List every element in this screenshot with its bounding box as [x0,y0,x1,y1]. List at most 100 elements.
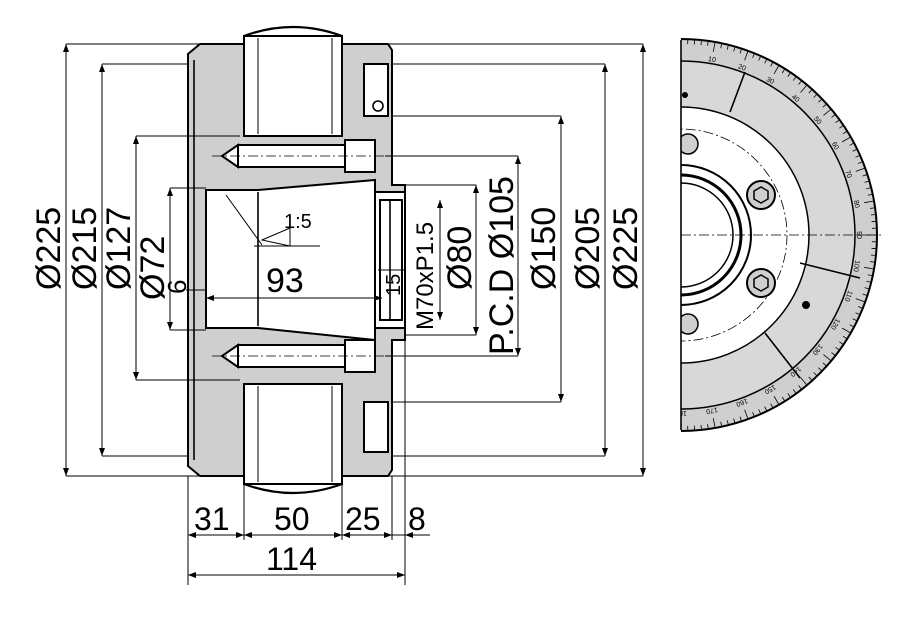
scale-tick [867,274,873,277]
scale-tick [720,43,723,49]
scale-tick [855,167,866,172]
scale-tick [864,287,870,290]
scale-tick [808,89,813,94]
dim-205: Ø205 [569,207,607,290]
scale-tick [800,84,808,93]
scale-tick [855,298,866,303]
scale-tick [770,403,774,409]
scale-tick [764,406,768,412]
scale-tick [866,187,872,190]
scale-tick [770,61,774,67]
scale-tick [862,293,868,296]
scale-tick [849,142,855,146]
scale-tick [758,55,762,61]
scale-tick [852,148,858,152]
end-view: 1020304050607080901001101201301401501601… [680,38,881,432]
scale-tick [792,76,797,81]
thread-spec: M70xP1.5 [412,222,439,330]
scale-tick [726,44,729,50]
scale-tick [855,312,861,316]
scale-tick [798,385,802,390]
scale-tick [800,377,808,386]
scale-tick [744,50,749,61]
scale-tick [835,119,840,124]
scale-tick [700,40,702,46]
jaw-top [243,35,343,137]
scale-tick [870,261,876,263]
scale-label: 50 [812,116,822,127]
width-25: 25 [345,501,381,537]
scale-tick [792,389,797,394]
width-31: 31 [194,501,230,537]
scale-tick [822,103,827,108]
scale-tick [864,266,875,270]
scale-tick [864,200,875,204]
scale-tick [823,354,832,362]
dimension-text: Ø225 Ø215 Ø127 Ø72 6 1:5 93 15 M70xP1.5 … [30,176,645,577]
scale-label: 160 [735,397,748,408]
scale-tick [870,214,876,216]
scale-label: 110 [843,289,853,302]
scale-tick [864,180,870,183]
scale-tick [841,327,851,334]
angle-scale: 1020304050607080901001101201301401501601… [681,39,877,431]
scale-tick [733,418,736,424]
scale-label: 100 [851,259,860,272]
dim-93: 93 [266,262,304,300]
dim-127: Ø127 [100,207,138,290]
scale-tick [831,352,836,356]
scale-tick [857,161,863,164]
scale-tick [870,254,876,256]
scale-label: 60 [830,141,840,151]
taper-bore [205,178,376,342]
scale-tick [835,346,840,351]
scale-label: 40 [790,94,801,104]
scale-tick [781,396,786,402]
scale-tick [720,421,723,427]
scale-label: 70 [843,169,852,179]
scale-label: 80 [852,200,860,209]
width-50: 50 [274,501,310,537]
width-114: 114 [266,541,317,577]
scale-label: 20 [737,63,747,72]
dim-215: Ø215 [66,207,104,290]
scale-tick [787,72,791,77]
dim-150: Ø150 [525,207,563,290]
scale-tick [849,324,855,328]
scale-tick [870,207,876,209]
scale-tick [857,306,863,309]
scale-tick [867,193,873,196]
scale-tick [744,409,749,420]
scale-tick [752,53,755,59]
scale-tick [818,367,823,372]
section-view [187,25,406,495]
scale-tick [712,41,716,52]
scale-tick [839,341,844,345]
dim-pcd-105: P.C.D Ø105 [483,176,521,355]
scale-tick [712,418,716,429]
scale-tick [808,376,813,381]
scale-tick [781,68,786,74]
jaw-bottom [243,383,343,485]
scale-tick [842,130,848,135]
scale-tick [813,372,818,377]
bolt-bottom [212,339,385,373]
scale-tick [831,114,836,118]
scale-tick [707,424,709,430]
scale-tick [822,362,827,367]
scale-label: 90 [855,231,862,239]
scale-tick [752,411,755,417]
scale-tick [855,154,861,158]
scale-tick [852,318,858,322]
scale-tick [862,174,868,177]
scale-tick [726,420,729,426]
scale-tick [842,335,848,340]
bolt-top [212,139,385,173]
scale-label: 120 [829,317,841,331]
scale-tick [839,125,844,129]
scale-tick [739,48,742,54]
scale-label: 30 [765,76,775,86]
dim-225-left: Ø225 [30,207,68,290]
scale-tick [813,93,818,98]
width-8: 8 [408,501,426,537]
